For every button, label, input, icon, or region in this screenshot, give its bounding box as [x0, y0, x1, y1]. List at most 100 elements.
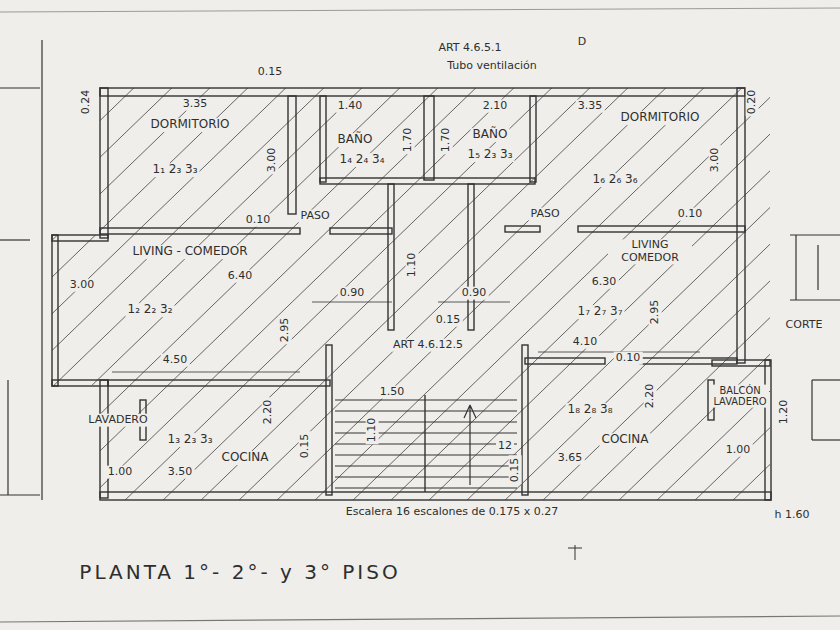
room-name: BAÑO	[336, 133, 375, 147]
dimension-label: LAVADERO	[86, 414, 149, 427]
hatch-line	[196, 80, 636, 505]
hatch-line	[766, 80, 840, 505]
dimension-label: 3.35	[576, 100, 605, 113]
dimension-label: 0.15	[434, 314, 463, 327]
dimension-lines	[112, 302, 700, 372]
stair-step	[335, 444, 517, 445]
hatch-line	[652, 80, 840, 505]
dimension-label: 6.30	[590, 276, 619, 289]
partial-line	[0, 239, 30, 240]
partial-line	[812, 439, 840, 440]
room-name: COCINA	[220, 451, 271, 465]
hatch-line	[6, 80, 446, 505]
wall	[100, 228, 300, 234]
wall	[52, 235, 108, 241]
stair-rail	[424, 395, 425, 492]
room-name: BAÑO	[471, 128, 510, 142]
dimension-label: 1.00	[724, 444, 753, 457]
dimension-label: 0.20	[746, 88, 759, 117]
room: LIVING - COMEDOR1₂ 2₂ 3₂	[58, 234, 322, 380]
room-code: 1₅ 2₃ 3₃	[466, 148, 515, 162]
wall	[424, 96, 434, 180]
hatch-line	[386, 80, 826, 505]
room-name: DORMITORIO	[148, 118, 231, 132]
hatch-line	[234, 80, 674, 505]
hatching	[0, 80, 840, 505]
wall	[52, 235, 58, 386]
hatch-line	[348, 80, 788, 505]
hatch-line	[690, 80, 840, 505]
partial-line	[7, 380, 8, 495]
dimension-label: 4.50	[161, 354, 190, 367]
wall	[640, 358, 737, 364]
hatch-line	[0, 80, 370, 505]
room-name: LIVING COMEDOR	[608, 239, 692, 264]
dimension-label: ART 4.6.5.1	[436, 42, 503, 55]
dimension-label: 2.20	[262, 398, 275, 427]
wall	[108, 380, 330, 386]
partial-line	[790, 234, 840, 235]
hatch-line	[0, 80, 66, 505]
room: DORMITORIO1₁ 2₃ 3₃	[108, 96, 288, 212]
dimension-label: Tubo ventilación	[445, 60, 538, 73]
dimension-label: 0.10	[244, 214, 273, 227]
wall	[100, 492, 771, 500]
hatch-line	[0, 80, 332, 505]
partial-line	[41, 40, 42, 500]
hatch-line	[0, 80, 180, 505]
hatch-line	[0, 80, 28, 505]
room-name: DORMITORIO	[618, 111, 701, 125]
plan-title: PLANTA 1°- 2°- y 3° PISO	[77, 561, 402, 584]
wall	[288, 96, 296, 214]
dimension-label: 1.00	[106, 466, 135, 479]
wall	[388, 184, 394, 330]
wall	[505, 226, 540, 232]
hatch-line	[728, 80, 840, 505]
dimension-label: CORTE	[784, 319, 825, 332]
dimension-label: PASO	[528, 208, 561, 221]
room-code: 1₆ 2₆ 3₆	[591, 173, 640, 187]
dimension-label: 0.90	[460, 287, 489, 300]
walls	[52, 88, 771, 500]
dimension-label: Escalera 16 escalones de 0.175 x 0.27	[344, 506, 560, 519]
dimension-label: 3.00	[266, 146, 279, 175]
dimension-label: 0.24	[80, 88, 93, 117]
dimension-label: 0.15	[256, 66, 285, 79]
wall	[100, 88, 108, 238]
stair-arrow	[464, 405, 476, 485]
stair-step	[335, 455, 517, 456]
hatch-line	[500, 80, 840, 505]
paper-edge	[0, 8, 840, 12]
hatch-line	[44, 80, 484, 505]
hatch-line	[272, 80, 712, 505]
dimension-label: 1.10	[406, 251, 419, 280]
dimension-label: 0.10	[614, 352, 643, 365]
stair-step	[335, 411, 517, 412]
partial-drawings	[0, 40, 840, 560]
dimension-label: 1.70	[440, 126, 453, 155]
dimension-label: 3.65	[556, 452, 585, 465]
room-name: BALCÓN LAVADERO	[711, 385, 769, 408]
partial-line	[790, 299, 840, 300]
dimension-label: 1.20	[778, 398, 791, 427]
dimension-label: 0.15	[509, 456, 522, 485]
partial-line	[811, 380, 812, 440]
partial-line	[795, 235, 796, 300]
dimension-label: 6.40	[226, 270, 255, 283]
hatch-line	[120, 80, 560, 505]
wall	[765, 360, 771, 500]
room-code: 1₂ 2₂ 3₂	[126, 303, 175, 317]
room: LIVING COMEDOR1₇ 2₇ 3₇	[512, 232, 737, 358]
dimension-label: 3.50	[166, 466, 195, 479]
dimension-label: 2.95	[649, 298, 662, 327]
hatch-line	[158, 80, 598, 505]
partial-line	[0, 87, 40, 88]
wall	[320, 96, 326, 182]
hatch-line	[576, 80, 840, 505]
dimension-label: 2.10	[481, 100, 510, 113]
wall	[468, 184, 474, 330]
hatch-line	[424, 80, 840, 505]
wall	[100, 88, 745, 96]
